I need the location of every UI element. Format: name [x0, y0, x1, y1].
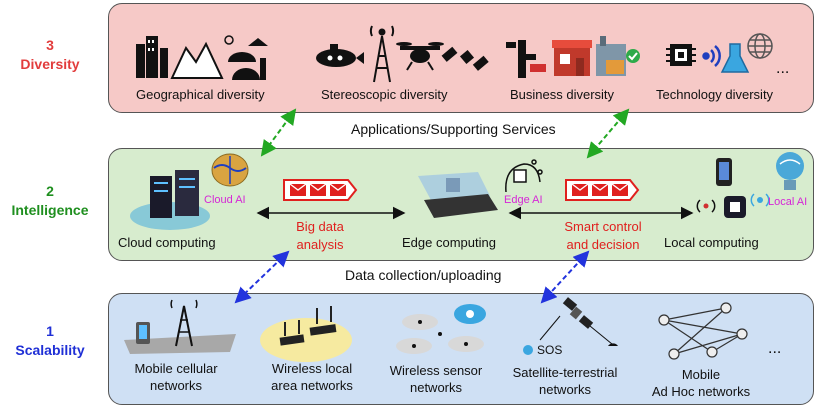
edge-device-icon	[418, 172, 498, 218]
brain-icon	[211, 153, 249, 187]
diversity-label-stereoscopic: Stereoscopic diversity	[321, 87, 448, 102]
diversity-intelligence-arrow-left	[260, 108, 297, 157]
wireless-sensor-line-1: Wireless sensor	[389, 363, 483, 378]
local-ai-label: Local AI	[768, 196, 808, 208]
diversity-label-geographical: Geographical diversity	[136, 87, 265, 102]
intelligence-layer-label: 2 Intelligence	[0, 182, 100, 220]
globe-icon	[747, 33, 773, 59]
submarine-icon	[316, 44, 364, 67]
mobile-cellular-line-1: Mobile cellular	[134, 361, 218, 376]
smart-control-line-2: and decision	[566, 237, 640, 252]
scalability-layer-number: 1	[46, 323, 54, 339]
edge-ai-head-icon	[505, 159, 543, 193]
smart-control-line-1: Smart control	[564, 219, 642, 234]
flask-icon	[720, 43, 750, 73]
data-collection-label: Data collection/uploading	[345, 267, 502, 283]
mobile-adhoc-label: Mobile Ad Hoc networks	[644, 366, 758, 400]
city-icon	[136, 36, 168, 78]
wireless-local-label: Wireless local area networks	[262, 360, 362, 394]
intelligence-scalability-arrow-right	[540, 250, 590, 304]
mobile-cellular-label: Mobile cellular networks	[126, 360, 226, 394]
mountain-icon	[170, 35, 234, 79]
mail-arrow-right-icon	[565, 179, 640, 201]
mobile-cellular-line-2: networks	[149, 378, 203, 393]
intelligence-layer-title: Intelligence	[11, 202, 89, 218]
big-data-analysis-label: Big data analysis	[280, 218, 360, 254]
satellite-terrestrial-line-2: networks	[538, 382, 592, 397]
scalability-more: ...	[768, 340, 782, 357]
wireless-sensor-label: Wireless sensor networks	[386, 362, 486, 396]
chip-icon	[666, 44, 696, 66]
satellite-terrestrial-icon	[523, 297, 618, 355]
cloud-computing-label: Cloud computing	[118, 235, 216, 250]
diversity-label-business: Business diversity	[510, 87, 615, 102]
big-data-line-1: Big data	[296, 219, 344, 234]
lightbulb-brain-icon	[776, 152, 804, 190]
diversity-more: ...	[776, 60, 790, 77]
smart-control-label: Smart control and decision	[548, 218, 658, 254]
big-data-line-2: analysis	[296, 237, 344, 252]
satellite-terrestrial-label: Satellite-terrestrial networks	[504, 364, 626, 398]
wireless-sensor-icon	[396, 304, 486, 354]
diversity-layer-number: 3	[46, 37, 54, 53]
mobile-cellular-icon	[124, 299, 236, 354]
mail-arrow-left-icon	[283, 179, 358, 201]
valve-icon	[506, 40, 546, 78]
cloud-ai-label: Cloud AI	[204, 194, 246, 206]
drone-icon	[396, 42, 444, 71]
scalability-layer-title: Scalability	[15, 342, 85, 358]
ad-hoc-network-icon	[658, 302, 748, 360]
edge-computing-label: Edge computing	[402, 235, 496, 250]
cloud-server-icon	[130, 170, 210, 230]
local-devices-icon	[696, 158, 770, 218]
diversity-intelligence-arrow-right	[586, 108, 630, 159]
factory-icon	[596, 36, 640, 76]
sos-label: SOS	[537, 343, 563, 357]
diversity-layer-box	[108, 3, 814, 113]
diversity-label-technology: Technology diversity	[656, 87, 774, 102]
satellite-terrestrial-line-1: Satellite-terrestrial	[512, 365, 618, 380]
satellite-icon	[441, 46, 489, 71]
cell-tower-icon	[369, 25, 395, 83]
diversity-layer-title: Diversity	[20, 56, 80, 72]
wireless-sensor-line-2: networks	[409, 380, 463, 395]
intelligence-layer-number: 2	[46, 183, 54, 199]
mobile-adhoc-line-1: Mobile	[681, 367, 721, 382]
island-icon	[228, 38, 268, 80]
diversity-layer-label: 3 Diversity	[0, 36, 100, 74]
edge-ai-label: Edge AI	[504, 194, 543, 206]
wireless-router-icon	[260, 306, 352, 362]
local-computing-label: Local computing	[664, 235, 759, 250]
wireless-signal-icon	[702, 45, 721, 67]
mobile-adhoc-line-2: Ad Hoc networks	[651, 384, 751, 399]
wireless-local-line-1: Wireless local	[271, 361, 353, 376]
shop-icon	[552, 40, 592, 76]
intelligence-scalability-arrow-left	[234, 250, 290, 304]
scalability-layer-label: 1 Scalability	[0, 322, 100, 360]
applications-services-label: Applications/Supporting Services	[351, 121, 556, 137]
wireless-local-line-2: area networks	[271, 378, 353, 393]
